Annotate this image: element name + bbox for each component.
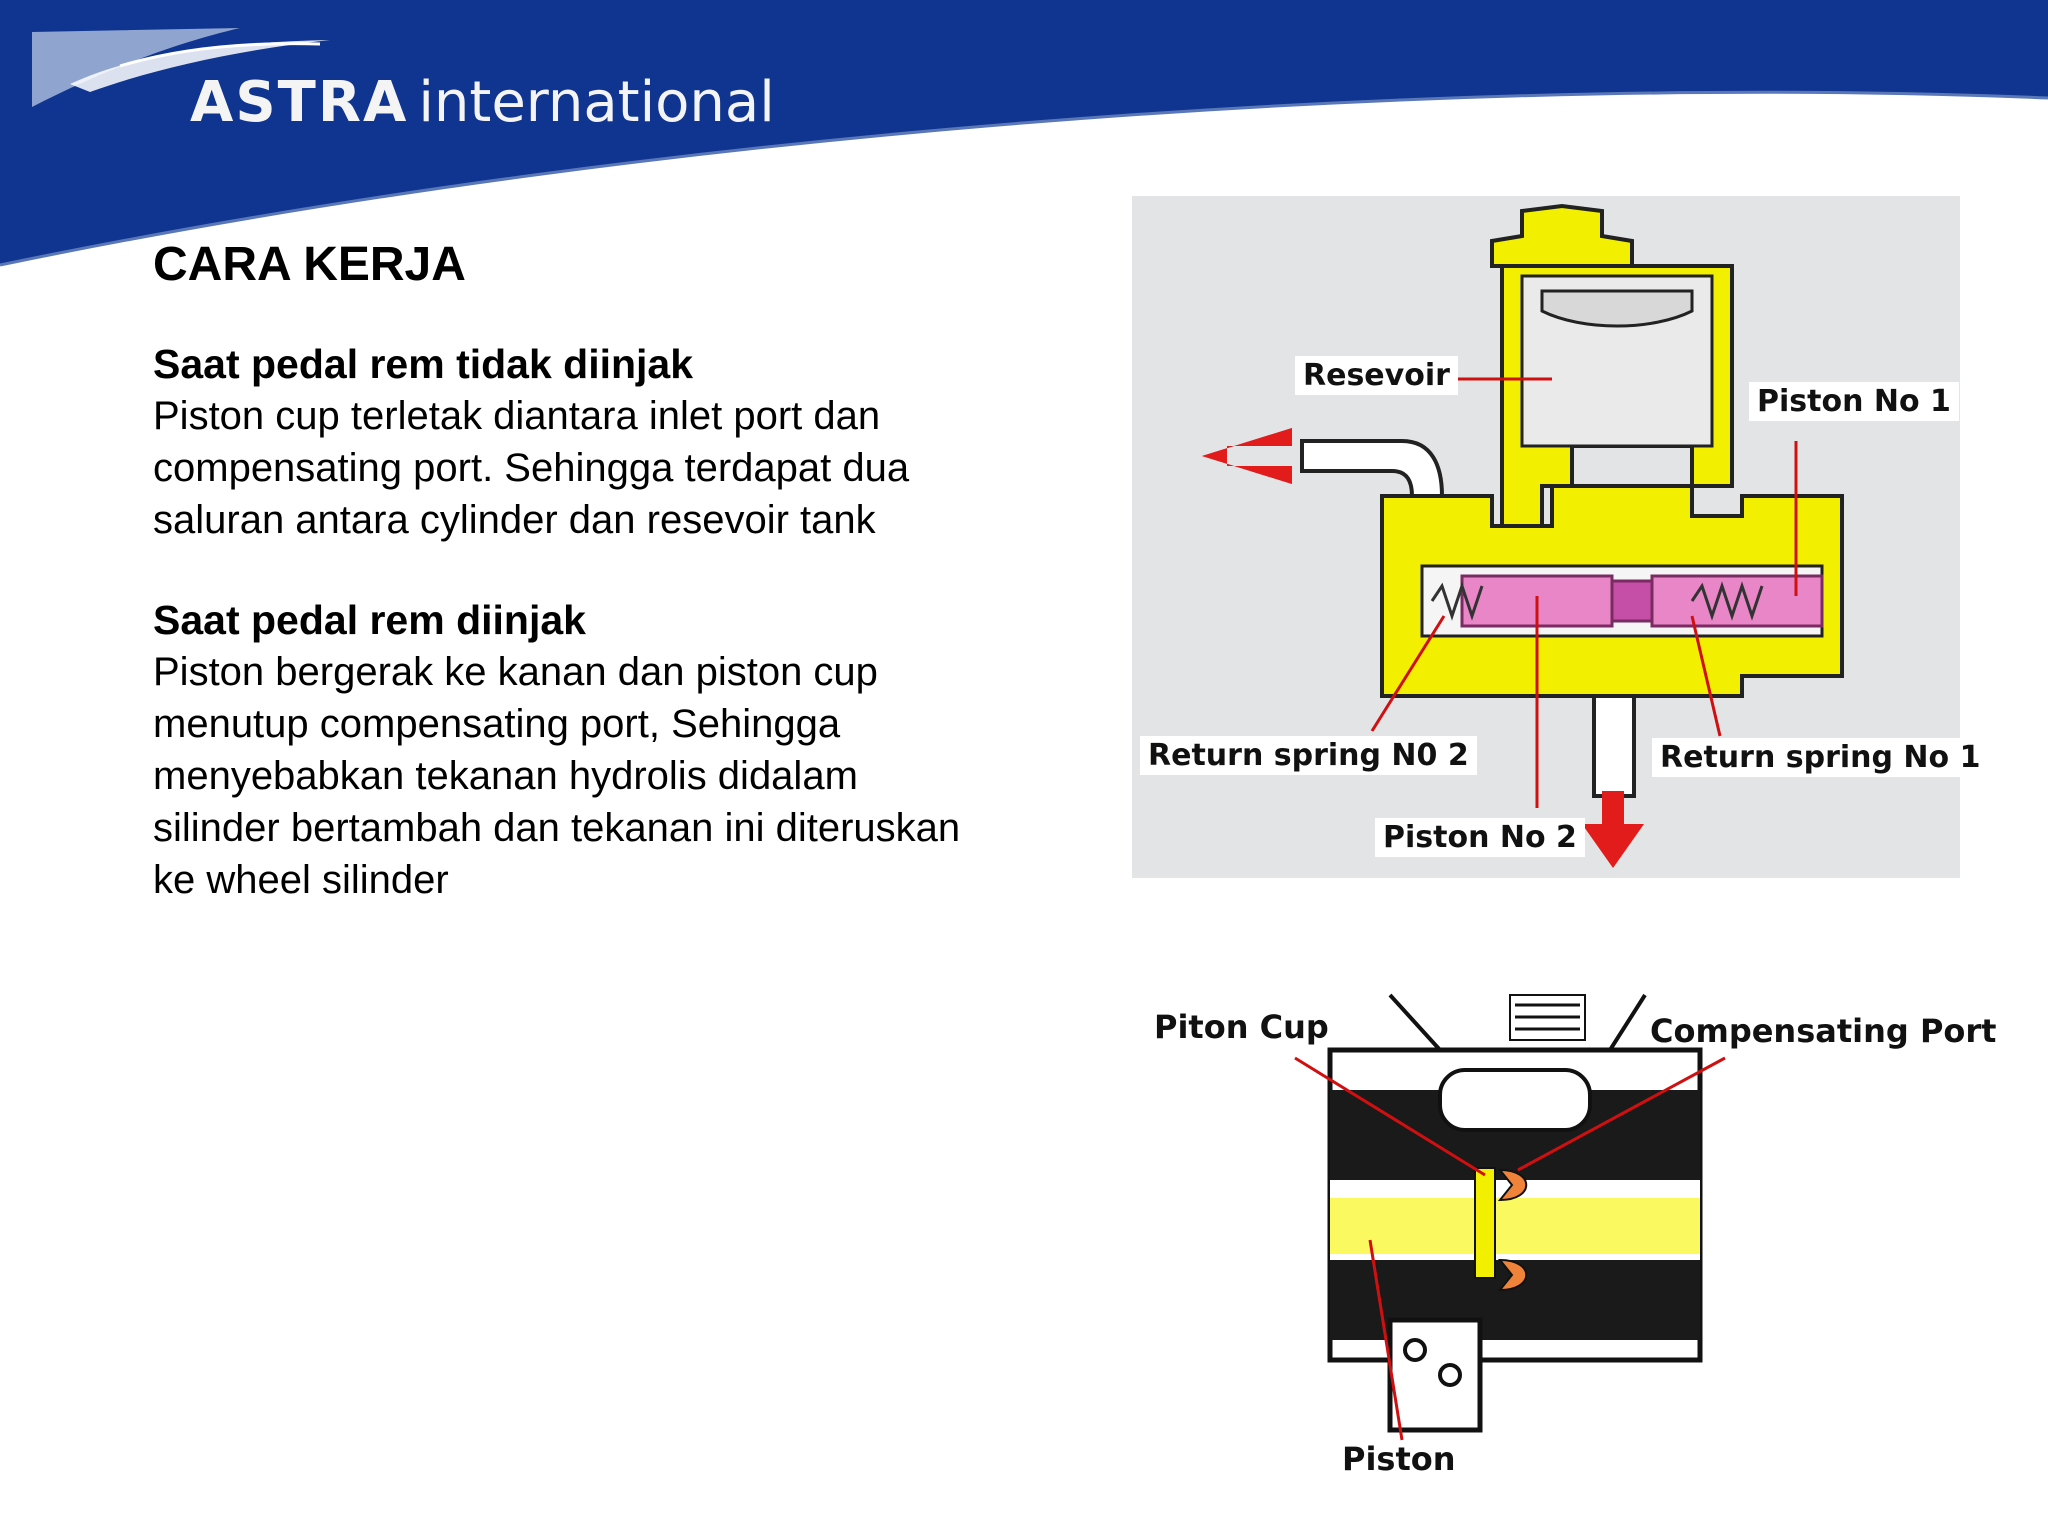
text-line: saluran antara cylinder dan resevoir tan… [153,498,876,542]
label-reservoir: Resevoir [1295,356,1458,395]
label-return-spring-no-1: Return spring No 1 [1652,738,1989,777]
text-line: Piston cup terletak diantara inlet port … [153,394,881,438]
label-piston: Piston [1342,1440,1456,1478]
master-cylinder-diagram: Resevoir Piston No 1 Return spring N0 2 … [1132,196,1989,878]
slide-content: CARA KERJA Saat pedal rem tidak diinjak … [153,230,1053,954]
text-line: menutup compensating port, Sehingga [153,702,841,746]
text-line: Piston bergerak ke kanan dan piston cup [153,650,878,694]
slide-title: CARA KERJA [153,238,466,291]
text-line: menyebabkan tekanan hydrolis didalam [153,754,858,798]
piston-cup-detail-diagram: Piton Cup Compensating Port Piston [1140,990,1996,1490]
label-piston-cup: Piton Cup [1154,1008,1329,1046]
label-piston-no-1: Piston No 1 [1749,382,1959,421]
label-return-spring-no-2: Return spring N0 2 [1140,736,1477,775]
label-compensating-port: Compensating Port [1650,1012,1997,1050]
text-line: compensating port. Sehingga terdapat dua [153,446,910,490]
section-text-pressed: Piston bergerak ke kanan dan piston cup … [153,646,1053,906]
brand-name-bold: ASTRA [190,70,409,135]
master-cylinder-drawing [1202,203,1844,868]
label-piston-no-2: Piston No 2 [1375,818,1585,857]
piston-cup-drawing [1294,993,1726,1441]
header-swoosh [0,0,2048,267]
section-heading-not-pressed: Saat pedal rem tidak diinjak [153,341,694,387]
text-line: ke wheel silinder [153,858,449,902]
section-heading-pressed: Saat pedal rem diinjak [153,597,586,643]
text-line: silinder bertambah dan tekanan ini diter… [153,806,961,850]
brand-name-light: international [418,70,775,135]
section-text-not-pressed: Piston cup terletak diantara inlet port … [153,390,1053,546]
astra-logo-icon [32,28,330,107]
